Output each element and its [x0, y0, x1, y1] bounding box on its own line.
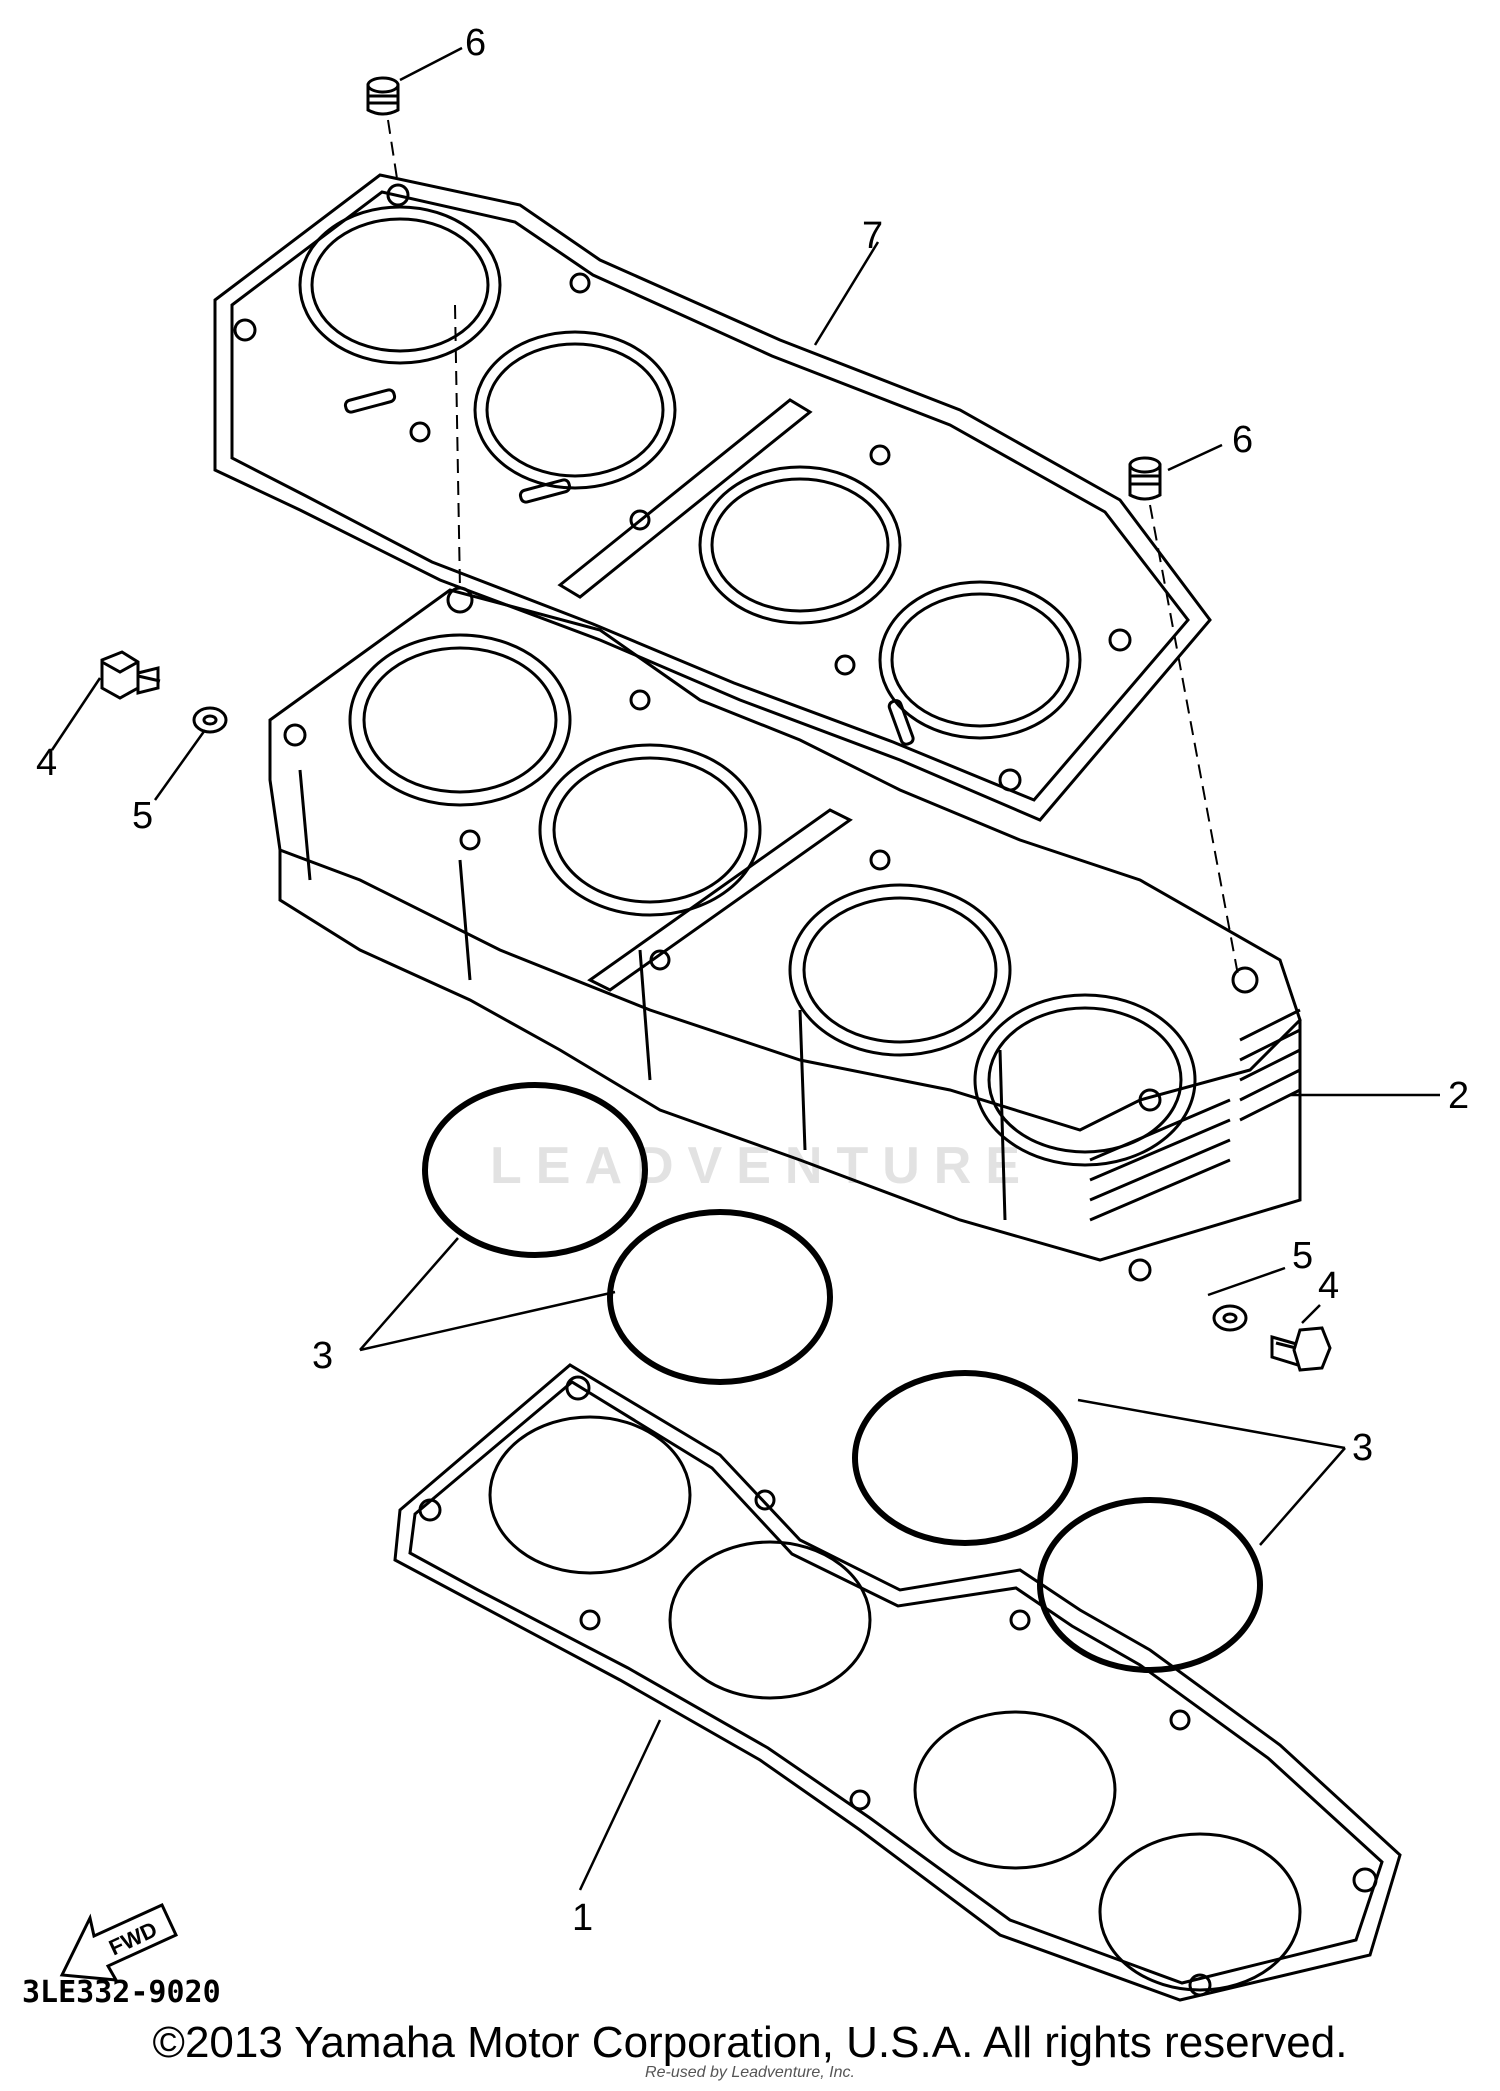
- callout-3-left: 3: [312, 1335, 333, 1377]
- leader-lines: [50, 46, 1440, 1891]
- callout-7: 7: [862, 215, 883, 257]
- callout-6-top: 6: [465, 22, 486, 64]
- dowel-pin-part-6-top: [366, 76, 400, 116]
- callout-1: 1: [572, 1897, 593, 1939]
- fwd-arrow-icon: FWD: [59, 1903, 178, 1982]
- callout-4-left: 4: [36, 742, 57, 784]
- dowel-pin-part-6-right: [1128, 456, 1162, 501]
- bolt-part-4-right: [1270, 1326, 1332, 1372]
- washer-part-5-right: [1212, 1304, 1248, 1332]
- copyright-notice: ©2013 Yamaha Motor Corporation, U.S.A. A…: [152, 2018, 1348, 2067]
- cylinder-block-part-2: [268, 586, 1302, 1282]
- callout-5-left: 5: [132, 795, 153, 837]
- base-gasket-part-1: [393, 1363, 1402, 2002]
- washer-part-5-left: [192, 706, 228, 734]
- callout-5-right: 5: [1292, 1235, 1313, 1277]
- watermark-text: LEADVENTURE: [490, 1137, 1034, 1195]
- callout-6-right: 6: [1232, 419, 1253, 461]
- callout-2: 2: [1448, 1075, 1469, 1117]
- callout-3-right: 3: [1352, 1427, 1373, 1469]
- alignment-lines: [387, 119, 1239, 976]
- diagram-part-number: 3LE332-9020: [22, 1975, 221, 2010]
- reuse-credit: Re-used by Leadventure, Inc.: [645, 2064, 855, 2081]
- head-gasket-part-7: [213, 173, 1212, 822]
- callout-4-right: 4: [1318, 1265, 1339, 1307]
- o-rings-part-3: [422, 1082, 1263, 1673]
- bolt-part-4-left: [100, 650, 161, 700]
